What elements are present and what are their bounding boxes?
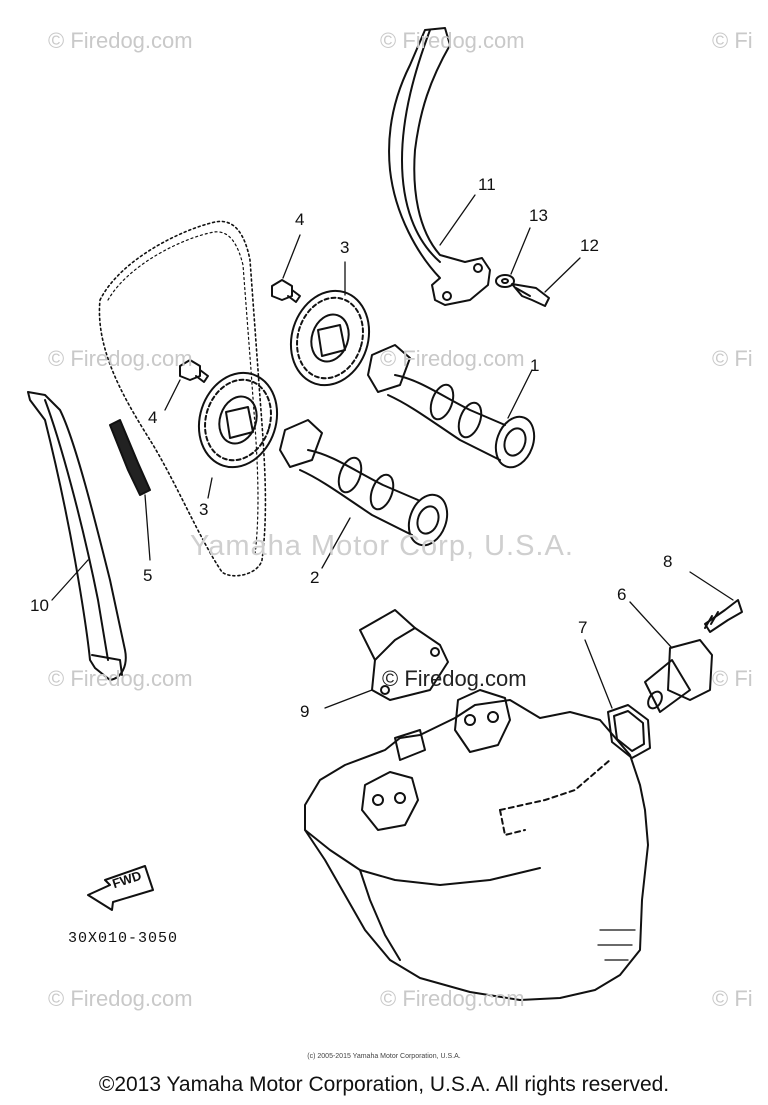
watermark-text: © Firedog.com xyxy=(48,28,193,53)
callout-12: 12 xyxy=(580,236,599,255)
camshaft-part-2 xyxy=(279,419,449,569)
callout-11: 11 xyxy=(478,175,496,194)
bracket-part-9 xyxy=(324,609,449,709)
watermark-center-text: Yamaha Motor Corp, U.S.A. xyxy=(190,530,574,562)
bolt-part-4-lower xyxy=(164,359,209,411)
callout-13: 13 xyxy=(529,206,548,225)
cam-sprocket-part-3-lower xyxy=(197,371,279,499)
callout-6: 6 xyxy=(617,585,627,604)
copyright-small: (c) 2005-2015 Yamaha Motor Corporation, … xyxy=(307,1053,461,1060)
watermark-text: © Firedog.com xyxy=(48,986,193,1011)
chain-link-part-5 xyxy=(109,419,151,561)
watermark-text: © Firedog.com xyxy=(48,346,193,371)
tensioner-part-6 xyxy=(629,601,713,713)
copyright-main: ©2013 Yamaha Motor Corporation, U.S.A. A… xyxy=(98,1073,670,1096)
watermark-text: © Firedog.com xyxy=(380,346,525,371)
chain-guide-part-10 xyxy=(27,391,127,681)
callout-3-lower: 3 xyxy=(199,500,209,519)
bolt-part-8 xyxy=(689,571,743,633)
camshaft-part-1 xyxy=(367,344,536,469)
cylinder-head xyxy=(304,689,649,1001)
diagram-part-code: 30X010-3050 xyxy=(68,930,179,947)
cam-chain xyxy=(98,220,267,577)
chain-guide-part-11 xyxy=(388,27,491,306)
watermark-text-dark: © Firedog.com xyxy=(382,666,527,691)
callout-5: 5 xyxy=(143,566,153,585)
callout-1: 1 xyxy=(530,356,540,375)
bolt-part-4-upper xyxy=(271,234,301,303)
callout-4-lower: 4 xyxy=(148,408,158,427)
watermark-text-clipped: © Fi xyxy=(712,28,753,53)
fwd-arrow-icon xyxy=(87,865,154,911)
washer-part-13 xyxy=(495,227,531,288)
callout-8: 8 xyxy=(663,552,673,571)
watermark-text: © Firedog.com xyxy=(380,986,525,1011)
watermark-text: © Firedog.com xyxy=(380,28,525,53)
bolt-part-12 xyxy=(511,257,581,307)
callout-10: 10 xyxy=(30,596,49,615)
watermark-text-clipped: © Fi xyxy=(712,986,753,1011)
callout-7: 7 xyxy=(578,618,588,637)
watermark-text: © Firedog.com xyxy=(48,666,193,691)
watermark-text-clipped: © Fi xyxy=(712,666,753,691)
watermark-text-clipped: © Fi xyxy=(712,346,753,371)
callout-9: 9 xyxy=(300,702,310,721)
callout-2: 2 xyxy=(310,568,320,587)
cam-sprocket-part-3-upper xyxy=(289,261,371,387)
callout-3-upper: 3 xyxy=(340,238,350,257)
callout-4-upper: 4 xyxy=(295,210,305,229)
